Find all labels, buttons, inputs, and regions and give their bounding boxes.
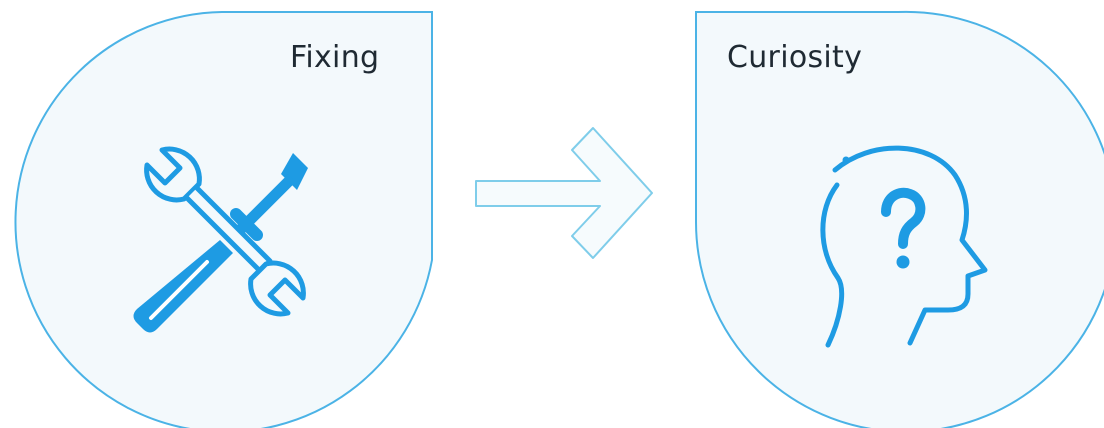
curiosity-label: Curiosity xyxy=(727,40,863,75)
screwdriver-icon xyxy=(133,153,308,333)
head-question-icon xyxy=(820,145,988,348)
wrench-screwdriver-icon xyxy=(133,146,308,333)
head-back xyxy=(820,182,845,348)
question-dot xyxy=(896,255,910,269)
arrow-right-icon xyxy=(475,127,653,259)
fixing-label: Fixing xyxy=(290,40,380,75)
question-mark-icon xyxy=(881,187,926,249)
curiosity-card xyxy=(695,10,1104,428)
wrench-icon xyxy=(144,146,306,317)
head-outline xyxy=(832,145,988,346)
